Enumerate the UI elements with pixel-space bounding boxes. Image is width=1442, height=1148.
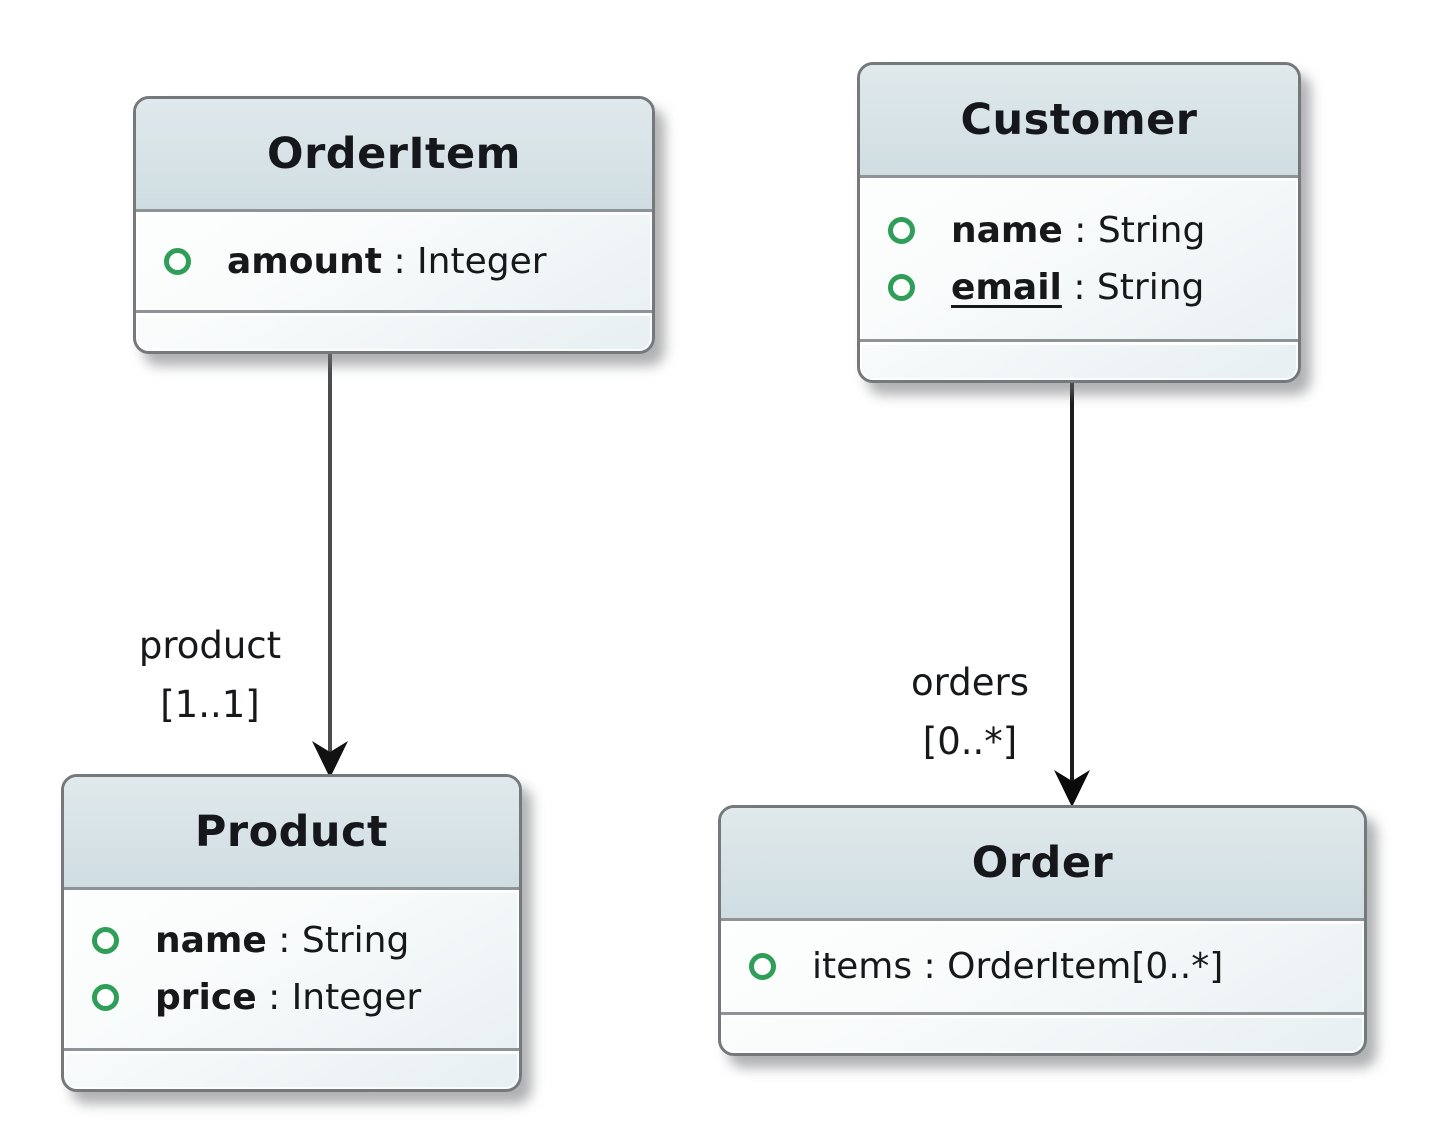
attribute-name: name xyxy=(951,209,1063,251)
attribute-email[interactable]: email : String xyxy=(888,267,1280,308)
attribute-type: OrderItem[0..*] xyxy=(947,946,1224,987)
attribute-separator: : xyxy=(912,946,948,987)
class-node-order[interactable]: Order items : OrderItem[0..*] xyxy=(718,805,1367,1056)
attribute-name: amount xyxy=(227,240,383,282)
attribute-amount[interactable]: amount : Integer xyxy=(164,241,634,282)
attribute-type: String xyxy=(1097,209,1206,251)
property-icon xyxy=(92,984,119,1011)
attribute-type: Integer xyxy=(417,240,547,282)
association-edge-orders[interactable] xyxy=(1054,379,1090,807)
attributes-compartment: name : String email : String xyxy=(860,178,1298,342)
attribute-items[interactable]: items : OrderItem[0..*] xyxy=(749,946,1346,987)
property-icon xyxy=(164,247,191,275)
attribute-name[interactable]: name : String xyxy=(888,210,1280,251)
association-multiplicity: [0..*] xyxy=(922,720,1018,764)
class-header-product: Product xyxy=(64,777,519,890)
operations-compartment xyxy=(136,313,652,351)
class-node-customer[interactable]: Customer name : String email : String xyxy=(857,62,1301,383)
operations-compartment xyxy=(860,342,1298,380)
property-icon xyxy=(888,273,915,301)
attributes-compartment: name : String price : Integer xyxy=(64,890,519,1051)
attribute-separator: : xyxy=(266,920,302,961)
property-icon xyxy=(749,953,776,980)
property-icon xyxy=(888,216,915,244)
association-label-product[interactable]: product [1..1] xyxy=(95,616,325,734)
attribute-type: String xyxy=(301,920,410,961)
attribute-separator: : xyxy=(382,240,418,282)
class-node-orderitem[interactable]: OrderItem amount : Integer xyxy=(133,96,655,354)
attribute-name: items xyxy=(812,946,913,987)
arrowhead-icon xyxy=(1054,770,1090,807)
attribute-separator: : xyxy=(1061,266,1097,308)
attribute-separator: : xyxy=(256,977,292,1018)
arrowhead-icon xyxy=(312,741,348,778)
class-node-product[interactable]: Product name : String price : Integer xyxy=(61,774,522,1092)
association-name: product xyxy=(138,624,282,667)
class-header-customer: Customer xyxy=(860,65,1298,178)
attribute-type: String xyxy=(1096,266,1205,308)
association-label-orders[interactable]: orders [0..*] xyxy=(855,653,1085,771)
class-title: Order xyxy=(971,838,1114,888)
attribute-name[interactable]: name : String xyxy=(92,920,501,961)
class-header-order: Order xyxy=(721,808,1364,921)
operations-compartment xyxy=(721,1015,1364,1053)
attributes-compartment: items : OrderItem[0..*] xyxy=(721,921,1364,1015)
association-name: orders xyxy=(911,661,1029,704)
attribute-type: Integer xyxy=(291,977,422,1018)
attributes-compartment: amount : Integer xyxy=(136,212,652,313)
attribute-name: email xyxy=(951,266,1062,308)
class-title: Customer xyxy=(960,95,1198,145)
class-title: OrderItem xyxy=(267,129,521,179)
class-header-orderitem: OrderItem xyxy=(136,99,652,212)
attribute-separator: : xyxy=(1062,209,1098,251)
operations-compartment xyxy=(64,1051,519,1089)
class-title: Product xyxy=(194,807,389,857)
attribute-price[interactable]: price : Integer xyxy=(92,977,501,1018)
property-icon xyxy=(92,927,119,954)
attribute-name: name xyxy=(155,920,267,961)
association-edge-product[interactable] xyxy=(312,349,348,778)
association-multiplicity: [1..1] xyxy=(160,683,260,727)
attribute-name: price xyxy=(155,977,257,1018)
